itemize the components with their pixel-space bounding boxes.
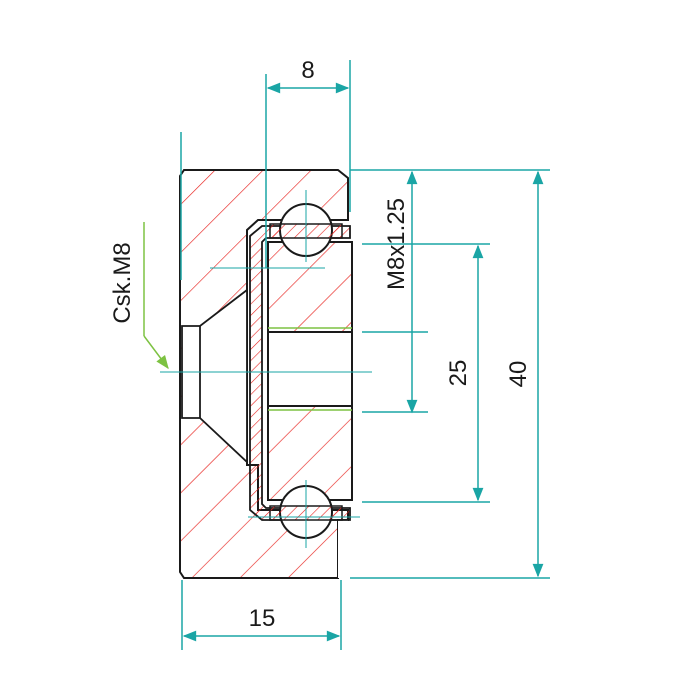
dimension-bore-height: 25	[445, 244, 484, 502]
threaded-insert	[267, 241, 353, 501]
dim-overall-height-label: 40	[505, 361, 532, 388]
dim-bore-height-label: 25	[445, 360, 472, 387]
cage-sheet	[249, 225, 351, 521]
dimension-bottom-width: 15	[181, 580, 342, 650]
dimension-thread: M8x1.25	[383, 170, 418, 414]
center-lines	[160, 190, 372, 548]
dimension-top-width: 8	[265, 57, 351, 268]
dimension-overall-height: 40	[505, 170, 544, 578]
dim-thread-label: M8x1.25	[383, 198, 410, 290]
dim-bottom-width-label: 15	[249, 605, 276, 632]
countersink-callout: Csk.M8	[109, 222, 169, 370]
callout-label: Csk.M8	[109, 242, 136, 323]
dim-top-width-label: 8	[301, 57, 314, 84]
